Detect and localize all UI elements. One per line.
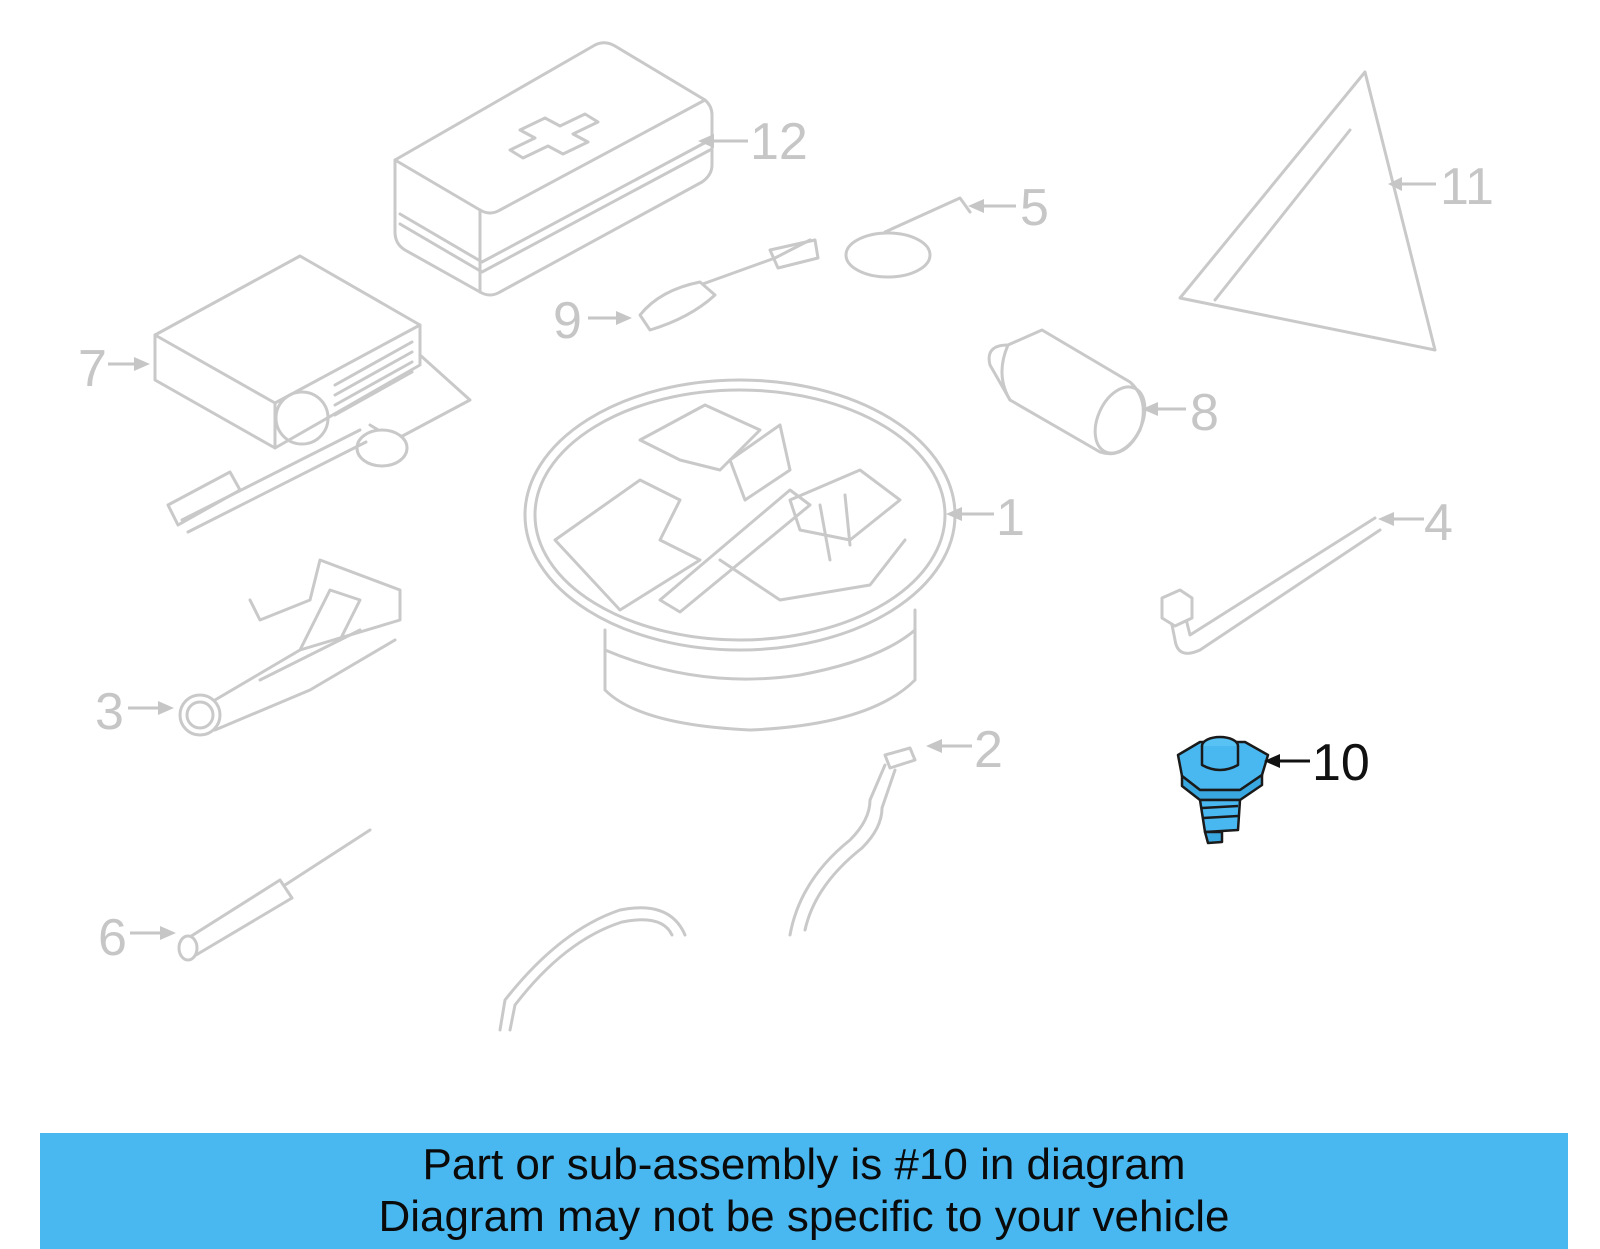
- callout-label-11: 11: [1440, 158, 1494, 216]
- callout-label-4: 4: [1424, 494, 1453, 552]
- callout-label-7: 7: [78, 340, 107, 398]
- part-strap: [498, 906, 687, 1032]
- callout-label-1: 1: [996, 489, 1025, 547]
- callout-label-2: 2: [974, 721, 1003, 779]
- banner-disclaimer: Diagram may not be specific to your vehi…: [378, 1192, 1230, 1241]
- part-warning-triangle: [1178, 70, 1437, 352]
- part-10-highlighted: [1176, 735, 1270, 845]
- part-first-aid-kit: [393, 41, 714, 297]
- callout-label-10: 10: [1312, 734, 1370, 792]
- callout-10: 10: [1264, 734, 1370, 792]
- callout-6: 6: [98, 909, 176, 967]
- callout-label-5: 5: [1020, 179, 1049, 237]
- part-sealant-bottle: [987, 328, 1147, 456]
- callout-label-9: 9: [553, 292, 582, 350]
- callout-9: 9: [553, 292, 632, 350]
- callout-4: 4: [1378, 494, 1453, 552]
- part-jack: [178, 558, 402, 737]
- callout-7: 7: [78, 340, 150, 398]
- callout-label-8: 8: [1190, 384, 1219, 442]
- part-valve-tool: [638, 238, 820, 332]
- info-banner: Part or sub-assembly is #10 in diagram D…: [40, 1133, 1568, 1249]
- callout-8: 8: [1142, 384, 1219, 442]
- part-tool-tray: [523, 378, 957, 732]
- callout-11: 11: [1388, 158, 1494, 216]
- callout-label-3: 3: [95, 683, 124, 741]
- callout-label-12: 12: [750, 113, 808, 171]
- callout-5: 5: [968, 179, 1049, 237]
- part-lug-wrench: [1160, 516, 1382, 655]
- callout-12: 12: [698, 113, 808, 171]
- banner-part-reference: Part or sub-assembly is #10 in diagram: [422, 1140, 1186, 1189]
- part-hook: [788, 746, 917, 937]
- callout-1: 1: [946, 489, 1025, 547]
- part-screwdriver: [177, 828, 372, 962]
- callout-3: 3: [95, 683, 174, 741]
- part-wire-loop: [844, 196, 972, 279]
- callout-2: 2: [926, 721, 1003, 779]
- callout-label-6: 6: [98, 909, 127, 967]
- part-compressor: [153, 254, 472, 534]
